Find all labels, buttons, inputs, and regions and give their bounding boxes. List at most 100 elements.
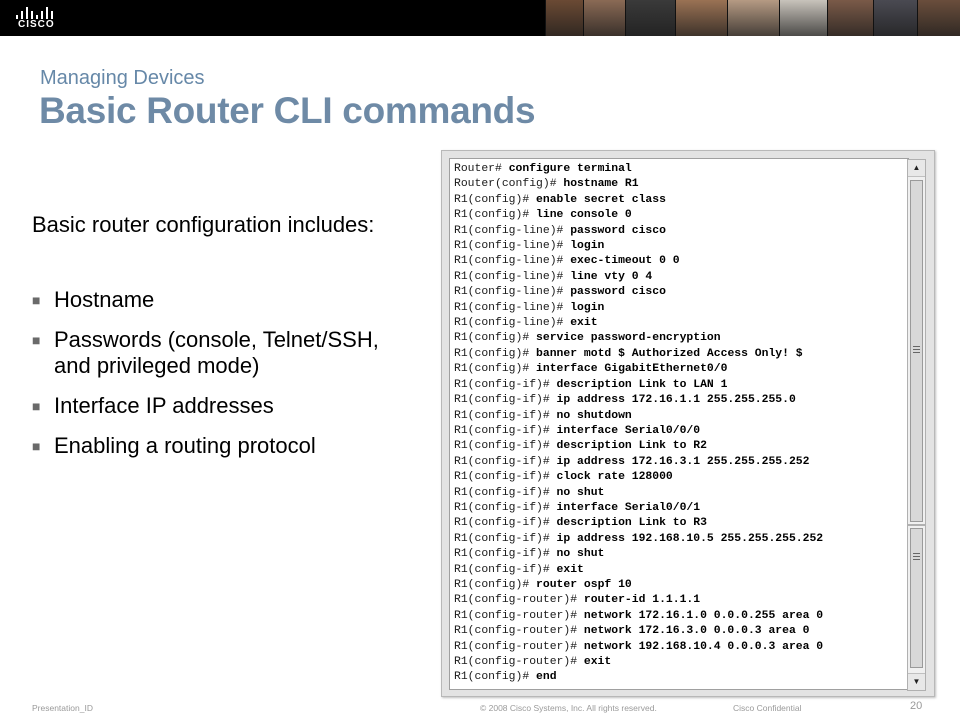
cli-prompt: R1(config-line)# [454, 301, 564, 314]
cli-line: R1(config-line)# password cisco [454, 224, 823, 239]
cli-prompt: R1(config-router)# [454, 640, 578, 653]
cli-line: R1(config-line)# exit [454, 316, 823, 331]
cli-line: R1(config)# end [454, 670, 823, 685]
cli-line: R1(config-if)# no shut [454, 547, 823, 562]
bullet-item: ■Enabling a routing protocol [32, 433, 392, 459]
scroll-up-arrow-icon[interactable]: ▲ [908, 160, 925, 177]
terminal-scrollbar-upper[interactable]: ▲ [907, 159, 926, 525]
cli-command: login [570, 240, 605, 253]
cli-prompt: R1(config-if)# [454, 394, 550, 407]
cli-line: R1(config-if)# interface Serial0/0/0 [454, 424, 823, 439]
intro-text: Basic router configuration includes: [32, 212, 375, 237]
banner-photo [727, 0, 780, 36]
cli-prompt: R1(config-line)# [454, 270, 564, 283]
cli-prompt: R1(config-if)# [454, 486, 550, 499]
cli-line: R1(config)# router ospf 10 [454, 578, 823, 593]
cli-line: R1(config)# service password-encryption [454, 331, 823, 346]
cli-command: password cisco [570, 286, 666, 299]
scrollbar-thumb[interactable] [910, 180, 923, 522]
cli-prompt: R1(config)# [454, 332, 530, 345]
cli-prompt: R1(config-router)# [454, 625, 578, 638]
cli-command: line console 0 [536, 209, 632, 222]
cli-prompt: R1(config-line)# [454, 317, 564, 330]
cli-prompt: R1(config-line)# [454, 255, 564, 268]
page-number: 20 [910, 700, 923, 712]
cli-prompt: R1(config-router)# [454, 609, 578, 622]
cli-prompt: R1(config)# [454, 671, 530, 684]
cli-line: R1(config-if)# no shut [454, 486, 823, 501]
cli-command: description Link to LAN 1 [556, 378, 728, 391]
cli-command: router ospf 10 [536, 578, 632, 591]
cli-prompt: R1(config-if)# [454, 563, 550, 576]
cli-line: R1(config-if)# description Link to R3 [454, 516, 823, 531]
cli-command: ip address 192.168.10.5 255.255.255.252 [556, 532, 824, 545]
cli-prompt: R1(config-if)# [454, 455, 550, 468]
cli-command: no shut [556, 548, 605, 561]
bullet-square-icon: ■ [32, 292, 41, 308]
terminal-scrollbar-lower[interactable]: ▼ [907, 525, 926, 691]
cli-command: exit [556, 563, 584, 576]
cli-line: R1(config)# interface GigabitEthernet0/0 [454, 362, 823, 377]
cli-command: exit [570, 317, 598, 330]
bullet-item: ■Interface IP addresses [32, 393, 392, 419]
scroll-down-arrow-icon[interactable]: ▼ [908, 673, 925, 690]
cisco-logo-bars-icon [16, 5, 56, 19]
banner-photo [827, 0, 874, 36]
cli-prompt: R1(config-line)# [454, 240, 564, 253]
cli-line: R1(config-router)# router-id 1.1.1.1 [454, 593, 823, 608]
cli-prompt: R1(config-if)# [454, 378, 550, 391]
cli-command: ip address 172.16.3.1 255.255.255.252 [556, 455, 810, 468]
slide-title: Basic Router CLI commands [39, 90, 536, 131]
cli-prompt: R1(config-if)# [454, 532, 550, 545]
cli-prompt: Router# [454, 163, 502, 175]
scrollbar-thumb[interactable] [910, 528, 923, 668]
cli-command: service password-encryption [536, 332, 721, 345]
footer-copyright: © 2008 Cisco Systems, Inc. All rights re… [480, 703, 657, 713]
cli-line: R1(config-router)# network 192.168.10.4 … [454, 640, 823, 655]
cli-prompt: R1(config-router)# [454, 594, 578, 607]
cli-command: router-id 1.1.1.1 [583, 594, 701, 607]
cli-command: exec-timeout 0 0 [570, 255, 680, 268]
cli-line: R1(config-if)# ip address 172.16.1.1 255… [454, 393, 823, 408]
cli-command: network 192.168.10.4 0.0.0.3 area 0 [583, 640, 824, 653]
cli-line: R1(config-router)# network 172.16.1.0 0.… [454, 609, 823, 624]
cli-line: R1(config-if)# no shutdown [454, 409, 823, 424]
cli-line: Router(config)# hostname R1 [454, 177, 823, 192]
cli-prompt: R1(config)# [454, 578, 530, 591]
footer-confidential: Cisco Confidential [733, 703, 802, 713]
cli-prompt: R1(config-if)# [454, 501, 550, 514]
cli-prompt: R1(config-router)# [454, 656, 578, 668]
cli-line: R1(config-line)# login [454, 239, 823, 254]
banner-photo-strip [545, 0, 960, 36]
cli-prompt: R1(config-line)# [454, 224, 564, 237]
cli-command: hostname R1 [563, 178, 639, 191]
bullet-square-icon: ■ [32, 438, 41, 454]
cisco-logo-text: CISCO [18, 19, 55, 30]
cli-prompt: R1(config)# [454, 193, 530, 206]
cli-command: no shutdown [556, 409, 632, 422]
banner-photo [545, 0, 584, 36]
cli-prompt: R1(config)# [454, 347, 530, 360]
cli-line: R1(config-router)# exit [454, 655, 823, 670]
cli-prompt: R1(config-if)# [454, 517, 550, 530]
bullet-text: Interface IP addresses [54, 393, 274, 418]
cli-line: R1(config-if)# ip address 192.168.10.5 2… [454, 532, 823, 547]
cli-command: exit [583, 656, 612, 668]
cli-command: description Link to R3 [556, 517, 707, 530]
cli-command: interface Serial0/0/0 [556, 424, 701, 437]
banner-photo [917, 0, 960, 36]
bullet-square-icon: ■ [32, 332, 41, 348]
cli-command: end [536, 671, 557, 684]
cli-command: clock rate 128000 [556, 471, 673, 484]
bullet-text: Passwords (console, Telnet/SSH, and priv… [54, 327, 379, 378]
cli-line: R1(config-if)# description Link to R2 [454, 439, 823, 454]
cli-line: R1(config-if)# ip address 172.16.3.1 255… [454, 455, 823, 470]
banner-photo [625, 0, 676, 36]
cli-command: ip address 172.16.1.1 255.255.255.0 [556, 394, 796, 407]
cli-command: no shut [556, 486, 605, 499]
cli-prompt: R1(config)# [454, 209, 530, 222]
banner-photo [675, 0, 728, 36]
